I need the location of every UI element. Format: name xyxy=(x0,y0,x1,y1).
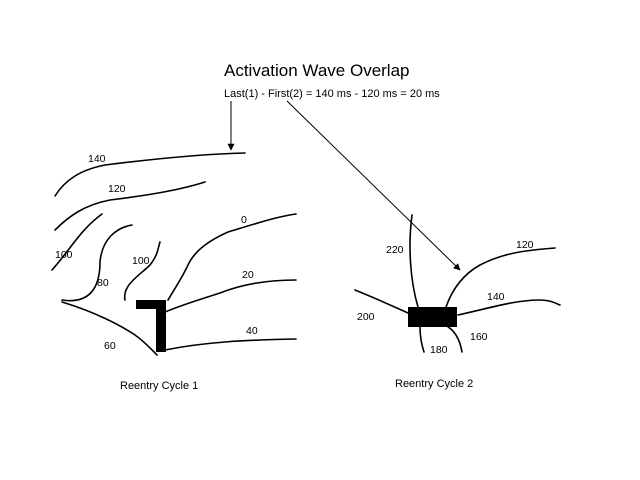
isochrone-220 xyxy=(409,214,419,308)
diagram-title: Activation Wave Overlap xyxy=(224,61,410,80)
cycle2-caption: Reentry Cycle 2 xyxy=(395,378,473,390)
isochrone-20 xyxy=(157,279,297,316)
isochrone-label: 60 xyxy=(104,340,116,352)
isochrone-label: 140 xyxy=(88,153,106,165)
isochrone-100-left xyxy=(51,213,103,271)
isochrone-label: 120 xyxy=(516,239,534,251)
isochrone-label: 100 xyxy=(132,255,150,267)
isochrone-label: 100 xyxy=(55,249,73,261)
isochrone-0 xyxy=(167,213,297,301)
isochrone-label: 140 xyxy=(487,291,505,303)
isochrone-label: 80 xyxy=(97,277,109,289)
isochrone-label: 200 xyxy=(357,311,375,323)
block-cycle1 xyxy=(136,300,166,352)
isochrone-label: 40 xyxy=(246,325,258,337)
isochrone-200 xyxy=(354,289,409,314)
isochrone-label: 0 xyxy=(241,214,247,226)
arrow-to-cycle2 xyxy=(286,100,461,271)
isochrone-180 xyxy=(419,326,425,353)
isochrone-100-inner xyxy=(124,241,161,301)
isochrone-label: 120 xyxy=(108,183,126,195)
isochrone-120 xyxy=(54,181,206,231)
cycle1-map: 140 120 100 80 100 0 20 40 60 Reentry Cy… xyxy=(51,152,297,392)
isochrone-80 xyxy=(61,224,133,302)
diagram-subtitle: Last(1) - First(2) = 140 ms - 120 ms = 2… xyxy=(224,88,440,100)
isochrone-40 xyxy=(164,338,297,351)
isochrone-label: 220 xyxy=(386,244,404,256)
isochrone-label: 20 xyxy=(242,269,254,281)
isochrone-60 xyxy=(61,301,158,356)
isochrone-140 xyxy=(54,152,246,197)
cycle2-map: 220 120 200 140 160 180 Reentry Cycle 2 xyxy=(354,214,561,390)
isochrone-160 xyxy=(444,324,463,353)
isochrone-label: 180 xyxy=(430,344,448,356)
cycle1-caption: Reentry Cycle 1 xyxy=(120,380,198,392)
isochrone-140 xyxy=(457,299,561,316)
isochrone-120 xyxy=(445,247,556,308)
isochrone-label: 160 xyxy=(470,331,488,343)
block-cycle2 xyxy=(408,307,457,327)
